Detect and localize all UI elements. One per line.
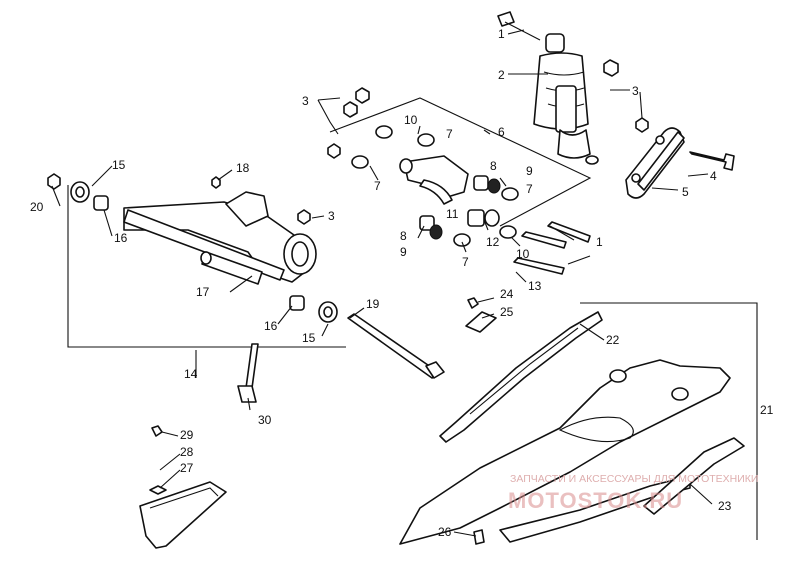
- callout-7-bottom: 7: [462, 255, 469, 269]
- callout-7-right: 7: [526, 182, 533, 196]
- callout-7-top: 7: [446, 127, 453, 141]
- rocker-assembly: [327, 87, 591, 275]
- callout-9-top: 9: [526, 164, 533, 178]
- callout-8-top: 8: [490, 159, 497, 173]
- callout-4: 4: [710, 169, 717, 183]
- callout-20: 20: [30, 200, 44, 214]
- bracket-23: [643, 437, 745, 515]
- callout-3-right: 3: [632, 84, 639, 98]
- callout-16-right: 16: [264, 319, 278, 333]
- callout-1-top: 1: [498, 27, 505, 41]
- shock-absorber: [497, 11, 619, 165]
- callout-18: 18: [236, 161, 250, 175]
- callout-labels: 1 2 3 3 3 4 5 6 10 7 7 8 9 7 11 8 9 12 1…: [30, 27, 774, 539]
- watermark-logo: MOTOSTOK.RU: [508, 488, 683, 513]
- callout-28: 28: [180, 445, 194, 459]
- callout-10-top: 10: [404, 113, 418, 127]
- long-bolt: [347, 313, 445, 379]
- callout-6: 6: [498, 125, 505, 139]
- assembly-box-6: [329, 97, 592, 227]
- swing-arm: [47, 173, 338, 323]
- callout-9-bottom: 9: [400, 245, 407, 259]
- link-bracket: [625, 117, 735, 199]
- callout-29: 29: [180, 428, 194, 442]
- callout-3-left: 3: [302, 94, 309, 108]
- callout-15-bottom: 15: [302, 331, 316, 345]
- callout-26: 26: [438, 525, 452, 539]
- callout-19: 19: [366, 297, 380, 311]
- callout-16-left: 16: [114, 231, 128, 245]
- callout-25: 25: [500, 305, 514, 319]
- callout-8-bottom: 8: [400, 229, 407, 243]
- callout-7-left: 7: [374, 179, 381, 193]
- callout-5: 5: [682, 185, 689, 199]
- callout-27: 27: [180, 461, 194, 475]
- callout-13: 13: [528, 279, 542, 293]
- plate-bolt-group: [465, 297, 497, 333]
- leader-lines: [51, 29, 713, 537]
- bolt-26: [473, 529, 485, 545]
- callout-21: 21: [760, 403, 774, 417]
- bolt-30: [237, 343, 259, 403]
- callout-12: 12: [486, 235, 500, 249]
- callout-30: 30: [258, 413, 272, 427]
- callout-10-bottom: 10: [516, 247, 530, 261]
- skid-frame: [399, 359, 731, 545]
- callout-17: 17: [196, 285, 210, 299]
- assembly-box-21: [580, 302, 758, 540]
- callout-22: 22: [606, 333, 620, 347]
- callout-3-swingarm: 3: [328, 209, 335, 223]
- callout-2: 2: [498, 68, 505, 82]
- callout-14: 14: [184, 367, 198, 381]
- callout-11: 11: [446, 207, 459, 221]
- callout-23: 23: [718, 499, 732, 513]
- callout-1-right: 1: [596, 235, 603, 249]
- slide-rail: [439, 311, 603, 443]
- callout-24: 24: [500, 287, 514, 301]
- callout-15-top: 15: [112, 158, 126, 172]
- watermark-text: ЗАПЧАСТИ И АКСЕССУАРЫ ДЛЯ МОТОТЕХНИКИ: [510, 473, 758, 485]
- guide-bracket: [139, 425, 227, 549]
